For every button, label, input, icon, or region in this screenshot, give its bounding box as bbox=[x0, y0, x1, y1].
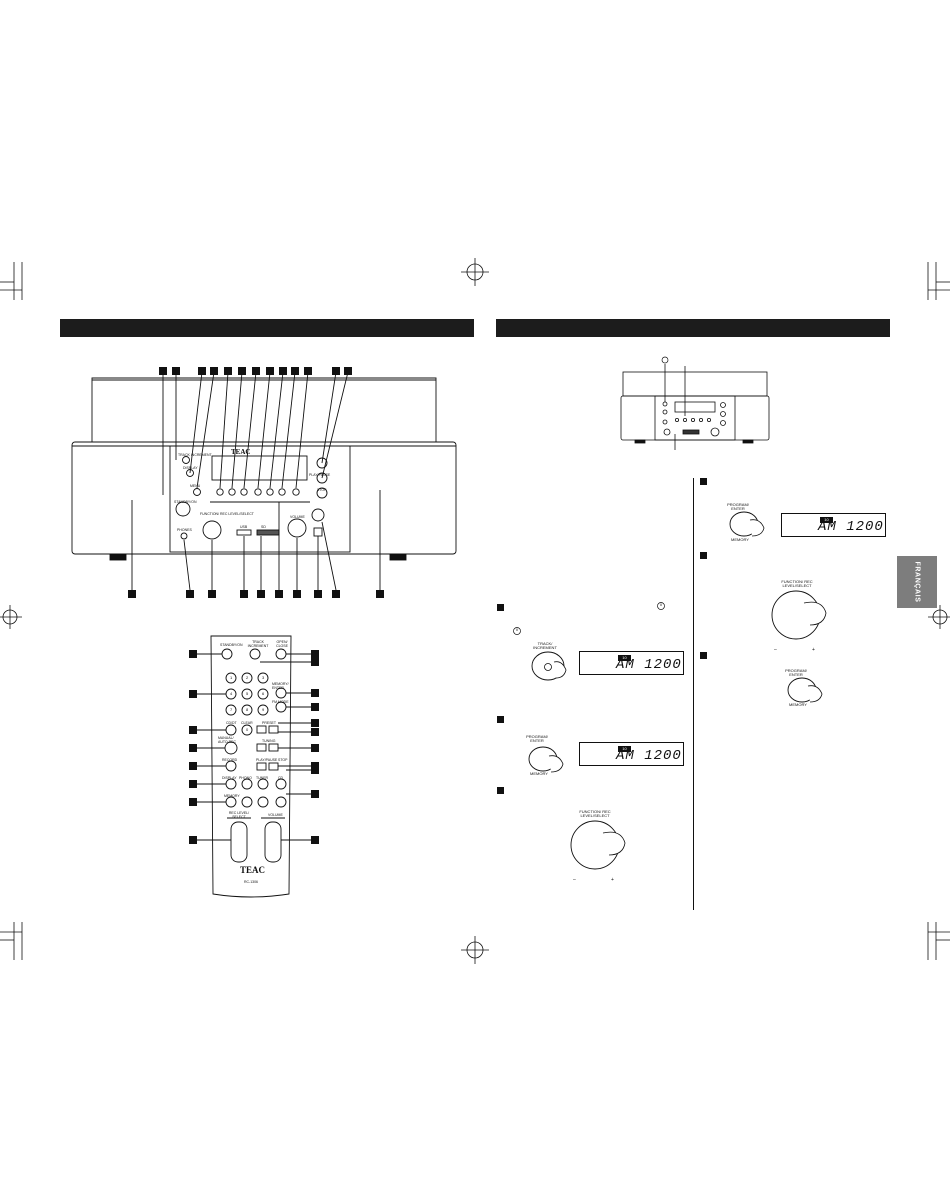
remote-label-tuner: TUNER bbox=[256, 776, 269, 780]
program-enter-button-1[interactable] bbox=[517, 742, 577, 778]
program-enter-button-2[interactable] bbox=[718, 504, 778, 542]
front-label-phones: PHONES bbox=[177, 528, 192, 532]
memory-label-3: MEMORY bbox=[789, 702, 807, 707]
svg-text:–: – bbox=[573, 877, 576, 883]
right-header-bar bbox=[496, 319, 890, 337]
remote-label-memory-enter: MEMORY/ ENTER bbox=[272, 682, 289, 690]
lcd-text-3: AM 1200 bbox=[818, 519, 884, 535]
front-label-stop: STOP bbox=[317, 488, 327, 492]
program-enter-button-3[interactable] bbox=[776, 670, 836, 708]
front-label-sd: SD bbox=[261, 525, 266, 529]
svg-text:–: – bbox=[774, 647, 777, 653]
program-enter-label-2: PROGRAM/ ENTER bbox=[727, 502, 749, 511]
remote-label-cd-dt: CD/DT bbox=[226, 721, 237, 725]
remote-label-display: DISPLAY bbox=[222, 776, 237, 780]
svg-text:+: + bbox=[611, 877, 614, 883]
front-label-standby: STANDBY/ON bbox=[174, 500, 197, 504]
remote-digit-2: 2 bbox=[246, 675, 249, 680]
remote-digit-0: 0 bbox=[246, 727, 249, 732]
remote-label-play-pause: PLAY/PAUSE bbox=[256, 758, 278, 762]
remote-label-tuning: TUNING bbox=[262, 739, 276, 743]
memory-label-2: MEMORY bbox=[731, 537, 749, 542]
step-bullet-5 bbox=[700, 552, 707, 559]
remote-illustration bbox=[189, 635, 319, 898]
front-label-menu: MENU bbox=[190, 484, 201, 488]
remote-label-phono: PHONO bbox=[239, 776, 252, 780]
language-tab: FRANÇAIS bbox=[897, 556, 937, 608]
remote-label-standby: STANDBY/ON bbox=[220, 643, 243, 647]
lcd-indicator-3: 10 bbox=[820, 517, 833, 523]
remote-label-track-increment: TRACK INCREMENT bbox=[247, 640, 269, 648]
column-divider bbox=[693, 478, 694, 910]
clock-icon-2 bbox=[513, 627, 521, 635]
remote-digit-8: 8 bbox=[246, 707, 249, 712]
remote-digit-7: 7 bbox=[230, 707, 233, 712]
step-bullet-1 bbox=[497, 604, 504, 611]
remote-digit-4: 4 bbox=[230, 691, 233, 696]
memory-label-1: MEMORY bbox=[530, 771, 548, 776]
remote-digit-6: 6 bbox=[262, 691, 265, 696]
remote-digit-9: 9 bbox=[262, 707, 265, 712]
remote-digit-5: 5 bbox=[246, 691, 249, 696]
front-panel-illustration bbox=[71, 367, 457, 598]
step-bullet-4 bbox=[700, 478, 707, 485]
remote-digit-3: 3 bbox=[262, 675, 265, 680]
function-knob-1[interactable]: –+ bbox=[565, 815, 645, 885]
remote-brand: TEAC bbox=[240, 865, 266, 875]
remote-label-stop: STOP bbox=[278, 758, 288, 762]
remote-label-manual-auto-rec: MANUAL/ AUTO REC bbox=[218, 736, 237, 744]
program-enter-label-1: PROGRAM/ ENTER bbox=[526, 734, 548, 743]
remote-label-record: RECORD bbox=[222, 758, 238, 762]
language-tab-label: FRANÇAIS bbox=[913, 561, 921, 603]
front-label-function: FUNCTION/ REC LEVEL/SELECT bbox=[200, 512, 254, 516]
remote-label-clear: CLEAR bbox=[241, 721, 253, 725]
step-bullet-3 bbox=[497, 787, 504, 794]
lcd-display-2: 10 AM 1200 bbox=[579, 742, 684, 766]
front-label-display: DISPLAY bbox=[183, 466, 198, 470]
lcd-display-1: 10 AM 1200 bbox=[579, 651, 684, 675]
remote-label-fm-mode: FM MODE bbox=[272, 700, 289, 704]
remote-label-open-close: OPEN/ CLOSE bbox=[276, 640, 288, 648]
lcd-display-3: 10 AM 1200 bbox=[781, 513, 886, 537]
remote-model: RC-1306 bbox=[244, 880, 259, 884]
svg-text:+: + bbox=[812, 647, 815, 653]
front-label-volume: VOLUME bbox=[290, 515, 305, 519]
lcd-text-1: AM 1200 bbox=[616, 657, 682, 673]
unit-illustration bbox=[620, 356, 770, 450]
remote-label-preset: PRESET bbox=[262, 721, 277, 725]
step-bullet-6 bbox=[700, 652, 707, 659]
track-increment-label: TRACK/ INCREMENT bbox=[533, 641, 557, 650]
lcd-text-2: AM 1200 bbox=[616, 748, 682, 764]
remote-label-memory: MEMORY bbox=[224, 794, 240, 798]
lcd-indicator-2: 10 bbox=[618, 746, 631, 752]
function-knob-2[interactable]: –+ bbox=[766, 585, 846, 655]
left-header-bar bbox=[60, 319, 474, 337]
step-bullet-2 bbox=[497, 716, 504, 723]
front-brand-label: TEAC bbox=[231, 448, 251, 456]
remote-digit-1: 1 bbox=[230, 675, 233, 680]
lcd-indicator-1: 10 bbox=[618, 655, 631, 661]
remote-label-cd: CD bbox=[278, 776, 284, 780]
track-increment-button[interactable] bbox=[520, 640, 580, 682]
remote-label-rec-level: REC LEVEL/ SELECT bbox=[228, 811, 250, 819]
program-enter-label-3: PROGRAM/ ENTER bbox=[785, 668, 807, 677]
front-label-usb: USB bbox=[240, 525, 248, 529]
function-label-2: FUNCTION/ REC LEVEL/SELECT bbox=[781, 579, 813, 588]
remote-label-volume: VOLUME bbox=[268, 813, 283, 817]
function-label-1: FUNCTION/ REC LEVEL/SELECT bbox=[579, 809, 611, 818]
clock-icon bbox=[657, 602, 665, 610]
front-label-track-increment: TRACK INCREMENT bbox=[178, 453, 212, 457]
front-label-play-pause: PLAY/PAUSE bbox=[309, 473, 331, 477]
